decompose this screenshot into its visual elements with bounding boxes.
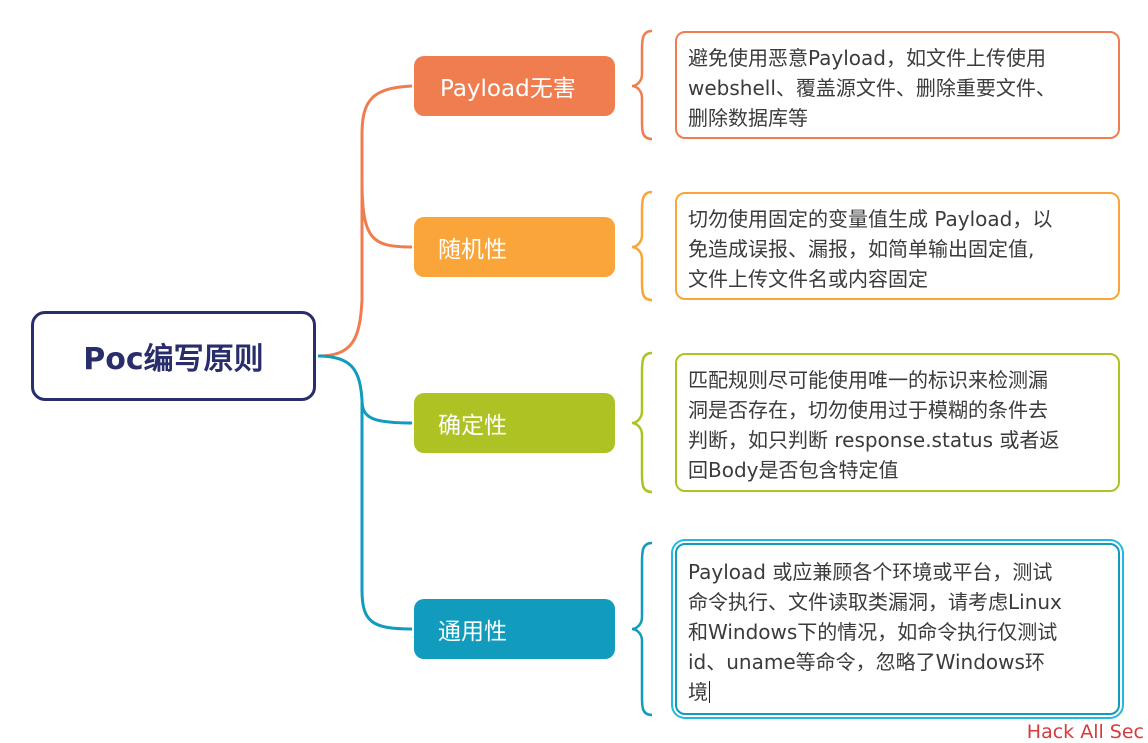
detail-node-universality-editing[interactable]: Payload 或应兼顾各个环境或平台，测试 命令执行、文件读取类漏洞，请考虑L…: [675, 543, 1120, 715]
bracket-payload: [631, 29, 653, 141]
detail-line-text: 境: [688, 680, 708, 704]
bracket-determinism: [631, 351, 653, 494]
detail-line: 避免使用恶意Payload，如文件上传使用: [688, 46, 1046, 70]
detail-node-randomness[interactable]: 切勿使用固定的变量值生成 Payload，以 免造成误报、漏报，如简单输出固定值…: [675, 192, 1120, 300]
detail-line: 命令执行、文件读取类漏洞，请考虑Linux: [688, 590, 1062, 614]
bracket-universal: [631, 541, 653, 717]
text-cursor: [709, 681, 710, 703]
detail-line: 切勿使用固定的变量值生成 Payload，以: [688, 207, 1053, 231]
branch-label: 确定性: [438, 413, 507, 439]
detail-line-last: 境: [688, 677, 1110, 707]
branch-node-randomness[interactable]: 随机性: [414, 217, 615, 277]
detail-line: 洞是否存在，切勿使用过于模糊的条件去: [688, 398, 1048, 422]
detail-node-payload-harmless[interactable]: 避免使用恶意Payload，如文件上传使用 webshell、覆盖源文件、删除重…: [675, 31, 1120, 139]
detail-line: 回Body是否包含特定值: [688, 458, 899, 482]
detail-line: 匹配规则尽可能使用唯一的标识来检测漏: [688, 368, 1048, 392]
detail-node-determinism[interactable]: 匹配规则尽可能使用唯一的标识来检测漏 洞是否存在，切勿使用过于模糊的条件去 判断…: [675, 353, 1120, 492]
connector-root-universal: [360, 400, 413, 631]
detail-line: Payload 或应兼顾各个环境或平台，测试: [688, 560, 1053, 584]
detail-line: 判断，如只判断 response.status 或者返: [688, 428, 1060, 452]
detail-line: webshell、覆盖源文件、删除重要文件、: [688, 76, 1056, 100]
root-label: Poc编写原则: [83, 342, 264, 377]
branch-node-determinism[interactable]: 确定性: [414, 393, 615, 453]
branch-label: 随机性: [438, 237, 507, 263]
detail-line: 删除数据库等: [688, 106, 808, 130]
root-node[interactable]: Poc编写原则: [31, 311, 316, 401]
connector-root-random: [360, 179, 413, 249]
detail-line: 免造成误报、漏报，如简单输出固定值,: [688, 237, 1035, 261]
branch-label: 通用性: [438, 619, 507, 645]
watermark: Hack All Sec: [1026, 721, 1144, 743]
branch-node-payload-harmless[interactable]: Payload无害: [414, 56, 615, 116]
detail-line: id、uname等命令，忽略了Windows环: [688, 650, 1045, 674]
detail-line: 文件上传文件名或内容固定: [688, 267, 928, 291]
detail-line: 和Windows下的情况，如命令执行仅测试: [688, 620, 1058, 644]
branch-label: Payload无害: [440, 76, 576, 102]
connector-root-payload: [317, 84, 413, 358]
bracket-random: [631, 190, 653, 302]
branch-node-universality[interactable]: 通用性: [414, 599, 615, 659]
connector-root-determinism: [317, 354, 413, 425]
